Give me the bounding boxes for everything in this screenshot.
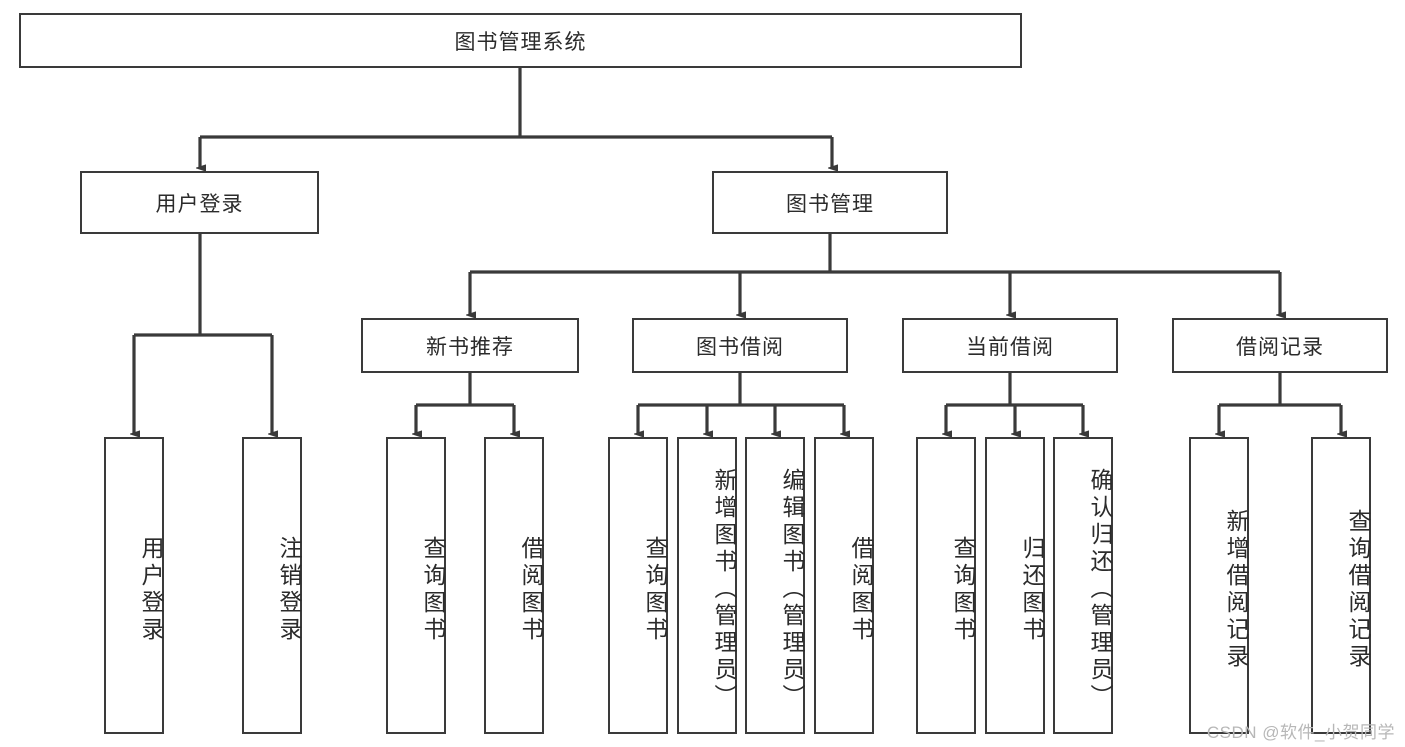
leaf-logout[interactable]: 注销登录 <box>242 437 302 734</box>
leaf-query-borrow-record[interactable]: 查询借阅记录 <box>1311 437 1371 734</box>
node-new-book-recommend-label: 新书推荐 <box>426 335 514 359</box>
leaf-borrow-book-newbook[interactable]: 借阅图书 <box>484 437 544 734</box>
node-book-management-label: 图书管理 <box>786 192 874 216</box>
leaf-return-book[interactable]: 归还图书 <box>985 437 1045 734</box>
leaf-confirm-return-admin[interactable]: 确认归还（管理员） <box>1053 437 1113 734</box>
leaf-add-book-admin[interactable]: 新增图书（管理员） <box>677 437 737 734</box>
leaf-query-book-newbook-label: 查询图书 <box>420 535 446 644</box>
leaf-add-borrow-record[interactable]: 新增借阅记录 <box>1189 437 1249 734</box>
node-root[interactable]: 图书管理系统 <box>19 13 1022 68</box>
node-borrow-records[interactable]: 借阅记录 <box>1172 318 1388 373</box>
leaf-borrow-book[interactable]: 借阅图书 <box>814 437 874 734</box>
node-root-label: 图书管理系统 <box>454 30 587 54</box>
node-book-borrow[interactable]: 图书借阅 <box>632 318 848 373</box>
leaf-query-book-borrow-label: 查询图书 <box>642 535 668 644</box>
leaf-add-borrow-record-label: 新增借阅记录 <box>1223 508 1249 671</box>
leaf-return-book-label: 归还图书 <box>1019 535 1045 644</box>
node-current-borrow[interactable]: 当前借阅 <box>902 318 1118 373</box>
leaf-add-book-admin-label: 新增图书（管理员） <box>711 468 737 711</box>
node-borrow-records-label: 借阅记录 <box>1236 335 1324 359</box>
leaf-query-book-current[interactable]: 查询图书 <box>916 437 976 734</box>
leaf-borrow-book-label: 借阅图书 <box>848 535 874 644</box>
leaf-borrow-book-newbook-label: 借阅图书 <box>518 535 544 644</box>
watermark: CSDN @软件_小贺同学 <box>1206 723 1395 742</box>
node-new-book-recommend[interactable]: 新书推荐 <box>361 318 579 373</box>
node-book-borrow-label: 图书借阅 <box>696 335 784 359</box>
leaf-edit-book-admin[interactable]: 编辑图书（管理员） <box>745 437 805 734</box>
leaf-query-book-current-label: 查询图书 <box>950 535 976 644</box>
leaf-query-borrow-record-label: 查询借阅记录 <box>1345 508 1371 671</box>
leaf-user-login-label: 用户登录 <box>138 535 164 644</box>
node-user-login-label: 用户登录 <box>155 192 244 216</box>
leaf-user-login[interactable]: 用户登录 <box>104 437 164 734</box>
leaf-query-book-newbook[interactable]: 查询图书 <box>386 437 446 734</box>
node-book-management[interactable]: 图书管理 <box>712 171 948 234</box>
leaf-logout-label: 注销登录 <box>276 535 302 644</box>
node-current-borrow-label: 当前借阅 <box>966 335 1054 359</box>
leaf-query-book-borrow[interactable]: 查询图书 <box>608 437 668 734</box>
leaf-confirm-return-admin-label: 确认归还（管理员） <box>1087 468 1113 711</box>
leaf-edit-book-admin-label: 编辑图书（管理员） <box>779 468 805 711</box>
node-user-login[interactable]: 用户登录 <box>80 171 319 234</box>
